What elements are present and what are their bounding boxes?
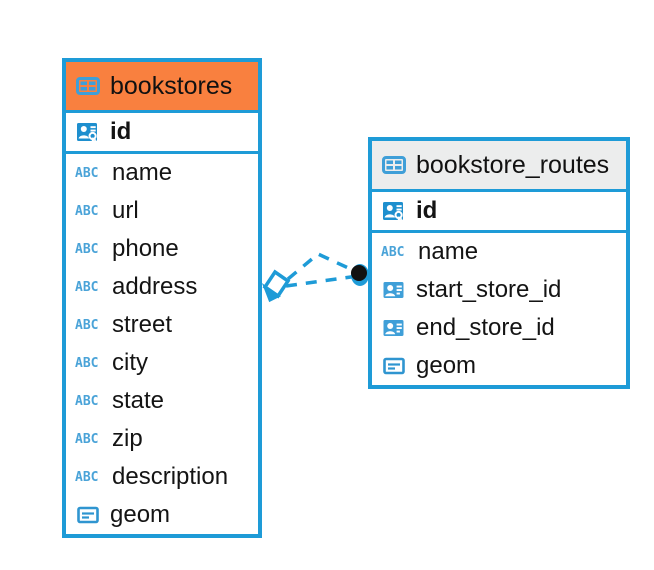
field-label: geom bbox=[416, 352, 477, 379]
relationship-lines bbox=[285, 251, 359, 288]
primary-key-row-bookstore-routes[interactable]: id bbox=[372, 189, 626, 233]
field-label: description bbox=[112, 463, 229, 490]
filled-circle-marker bbox=[351, 264, 369, 286]
text-abc-icon: ABC bbox=[75, 203, 99, 219]
primary-key-icon bbox=[381, 198, 407, 224]
field-label: address bbox=[112, 273, 198, 300]
relationship-line-lower bbox=[285, 274, 359, 288]
field-label: start_store_id bbox=[416, 276, 562, 303]
entity-title: bookstores bbox=[110, 71, 233, 100]
text-abc-icon: ABC bbox=[75, 355, 99, 371]
text-abc-icon: ABC bbox=[75, 431, 99, 447]
field-row-geom[interactable]: geom bbox=[66, 496, 258, 534]
primary-key-label: id bbox=[110, 118, 132, 145]
field-label: name bbox=[112, 159, 173, 186]
field-label: street bbox=[112, 311, 173, 338]
geometry-icon bbox=[75, 502, 101, 528]
field-label: end_store_id bbox=[416, 314, 555, 341]
entity-header-bookstore-routes[interactable]: bookstore_routes bbox=[372, 141, 626, 189]
field-label: url bbox=[112, 197, 139, 224]
text-abc-icon: ABC bbox=[75, 393, 99, 409]
text-abc-icon: ABC bbox=[75, 165, 99, 181]
text-abc-icon: ABC bbox=[381, 244, 405, 260]
field-row-url[interactable]: ABC url bbox=[66, 192, 258, 230]
foreign-key-icon bbox=[381, 277, 407, 303]
field-row-geom[interactable]: geom bbox=[372, 347, 626, 385]
text-abc-icon: ABC bbox=[75, 469, 99, 485]
entity-bookstores[interactable]: bookstores id ABC name A bbox=[62, 58, 262, 538]
field-row-name[interactable]: ABC name bbox=[66, 154, 258, 192]
field-row-name[interactable]: ABC name bbox=[372, 233, 626, 271]
geometry-icon bbox=[381, 353, 407, 379]
text-abc-icon: ABC bbox=[75, 241, 99, 257]
field-row-phone[interactable]: ABC phone bbox=[66, 230, 258, 268]
field-row-state[interactable]: ABC state bbox=[66, 382, 258, 420]
field-row-street[interactable]: ABC street bbox=[66, 306, 258, 344]
field-row-zip[interactable]: ABC zip bbox=[66, 420, 258, 458]
table-icon bbox=[381, 152, 407, 178]
primary-key-icon bbox=[75, 119, 101, 145]
field-label: name bbox=[418, 238, 479, 265]
field-row-end-store-id[interactable]: end_store_id bbox=[372, 309, 626, 347]
entity-bookstore-routes[interactable]: bookstore_routes id ABC name bbox=[368, 137, 630, 389]
table-icon bbox=[75, 73, 101, 99]
foreign-key-icon bbox=[381, 315, 407, 341]
field-label: phone bbox=[112, 235, 179, 262]
field-row-description[interactable]: ABC description bbox=[66, 458, 258, 496]
field-label: zip bbox=[112, 425, 143, 452]
text-abc-icon: ABC bbox=[75, 279, 99, 295]
field-row-start-store-id[interactable]: start_store_id bbox=[372, 271, 626, 309]
diamond-marker bbox=[261, 269, 291, 303]
primary-key-row-bookstores[interactable]: id bbox=[66, 110, 258, 154]
field-row-address[interactable]: ABC address bbox=[66, 268, 258, 306]
field-row-city[interactable]: ABC city bbox=[66, 344, 258, 382]
entity-header-bookstores[interactable]: bookstores bbox=[66, 62, 258, 110]
field-label: geom bbox=[110, 501, 171, 528]
field-label: city bbox=[112, 349, 148, 376]
relationship-line-upper bbox=[286, 251, 358, 281]
field-label: state bbox=[112, 387, 165, 414]
text-abc-icon: ABC bbox=[75, 317, 99, 333]
primary-key-label: id bbox=[416, 197, 438, 224]
entity-title: bookstore_routes bbox=[416, 150, 610, 179]
